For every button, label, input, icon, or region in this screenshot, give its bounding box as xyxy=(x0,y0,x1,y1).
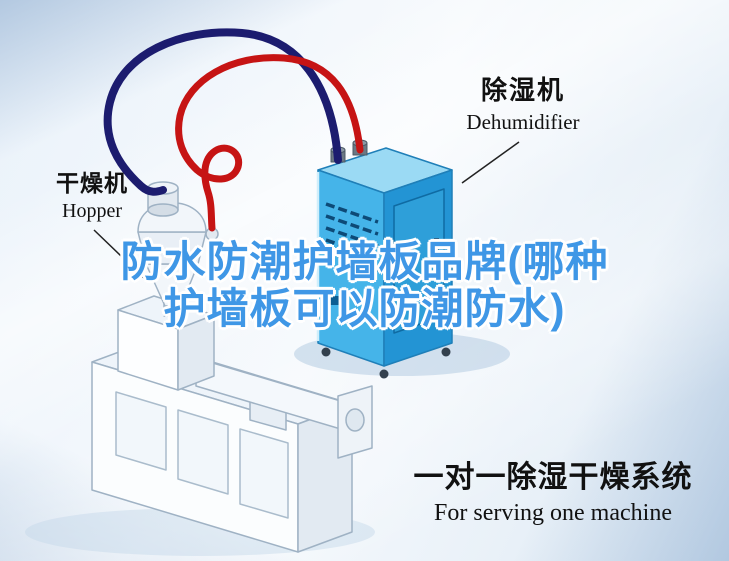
dehumidifier-label-en: Dehumidifier xyxy=(466,110,580,134)
caption-zh: 一对一除湿干燥系统 xyxy=(413,461,693,494)
caption: 一对一除湿干燥系统 For serving one machine xyxy=(413,452,693,527)
dehumidifier-label-zh: 除湿机 xyxy=(480,75,565,105)
dehumidifier-callout-line xyxy=(461,141,520,184)
page-title: 防水防潮护墙板品牌(哪种 护墙板可以防潮防水) xyxy=(0,238,729,332)
dehumidifier-label: 除湿机 Dehumidifier xyxy=(443,70,603,135)
hopper-label-zh: 干燥机 xyxy=(56,170,128,196)
hopper-label-en: Hopper xyxy=(62,200,122,222)
title-line1: 防水防潮护墙板品牌(哪种 xyxy=(120,238,609,285)
title-line2: 护墙板可以防潮防水) xyxy=(163,285,566,333)
hopper-label: 干燥机 Hopper xyxy=(32,164,152,223)
caption-en: For serving one machine xyxy=(434,500,672,526)
